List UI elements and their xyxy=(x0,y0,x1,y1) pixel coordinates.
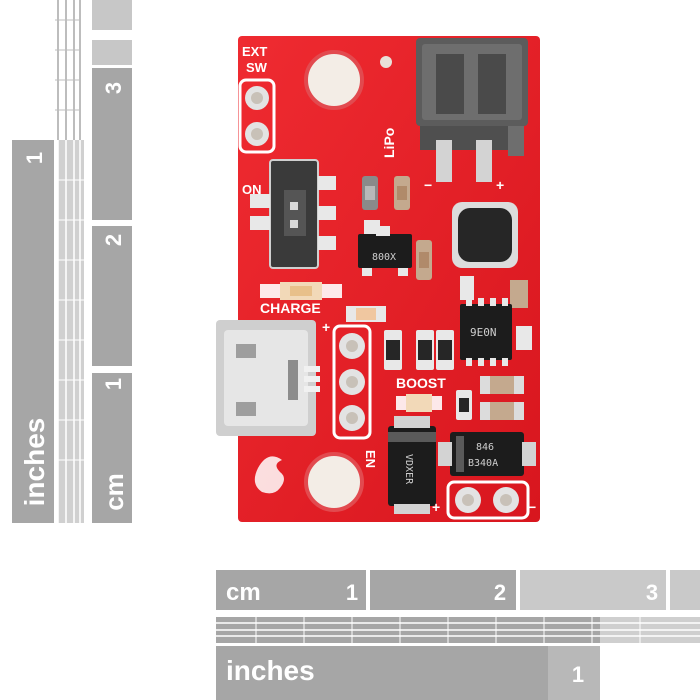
label-lipo-plus: + xyxy=(496,177,504,193)
label-charge: CHARGE xyxy=(260,300,321,316)
boost-led xyxy=(396,394,442,412)
mounting-hole-bottom xyxy=(304,452,364,512)
vruler-cm-unit-label: cm xyxy=(99,473,129,511)
label-header-plus: + xyxy=(322,319,330,335)
power-switch[interactable] xyxy=(250,159,336,269)
hruler-cm-tick-2: 2 xyxy=(494,580,506,605)
micro-usb-connector[interactable] xyxy=(216,320,320,436)
sparkfun-flame-logo xyxy=(254,456,284,494)
charge-led xyxy=(260,282,342,300)
label-boost: BOOST xyxy=(396,375,446,391)
hruler-inches-unit-label: inches xyxy=(226,655,315,686)
label-en: EN xyxy=(363,450,378,468)
label-ext: EXT xyxy=(242,44,267,59)
mounting-hole-top xyxy=(304,50,364,110)
cap-right xyxy=(516,326,532,350)
hruler-cm-unit-label: cm xyxy=(226,579,261,606)
diode-left: VDXER xyxy=(388,416,436,514)
boost-ic-marking: 9E0N xyxy=(470,326,497,339)
label-out-plus: + xyxy=(432,499,440,515)
label-lipo-minus: − xyxy=(424,177,432,193)
output-pads-bottom xyxy=(446,480,530,520)
diode-right: 846 B340A xyxy=(438,432,536,476)
diode-right-marking-2: B340A xyxy=(468,458,498,469)
vruler-cm-tick-1: 1 xyxy=(101,378,126,390)
inductor xyxy=(452,202,518,268)
diode-right-marking-1: 846 xyxy=(476,442,494,453)
vruler-cm-tick-2: 2 xyxy=(101,234,126,246)
ext-sw-header xyxy=(238,78,276,154)
vertical-ruler: 3 2 1 cm 1 inches xyxy=(12,0,132,523)
cap-pair xyxy=(480,376,524,420)
output-header xyxy=(332,324,372,440)
vruler-inches-unit-label: inches xyxy=(19,418,50,507)
horizontal-ruler: cm 1 2 3 inches 1 xyxy=(216,570,700,700)
pcb-board: EXT SW ON CHARGE + xyxy=(216,36,540,522)
label-sw: SW xyxy=(246,60,268,75)
regulator-ic: 800X xyxy=(358,226,412,276)
vruler-inches-tick-1: 1 xyxy=(22,152,47,164)
vruler-cm-tick-3: 3 xyxy=(101,82,126,94)
via-small xyxy=(380,56,392,68)
lipo-jst-connector[interactable] xyxy=(416,38,528,182)
label-lipo: LiPo xyxy=(381,128,397,158)
resistor-row xyxy=(346,306,454,370)
hruler-cm-tick-1: 1 xyxy=(346,580,358,605)
label-out-minus: − xyxy=(528,499,536,515)
diode-left-marking: VDXER xyxy=(403,454,414,485)
hruler-inches-tick-1: 1 xyxy=(572,662,584,687)
hruler-cm-tick-3: 3 xyxy=(646,580,658,605)
regulator-marking: 800X xyxy=(372,252,396,263)
boost-ic: 9E0N xyxy=(460,298,512,366)
resistor-small-body xyxy=(459,398,469,412)
passive-components-mid xyxy=(416,240,528,308)
label-on: ON xyxy=(242,182,262,197)
